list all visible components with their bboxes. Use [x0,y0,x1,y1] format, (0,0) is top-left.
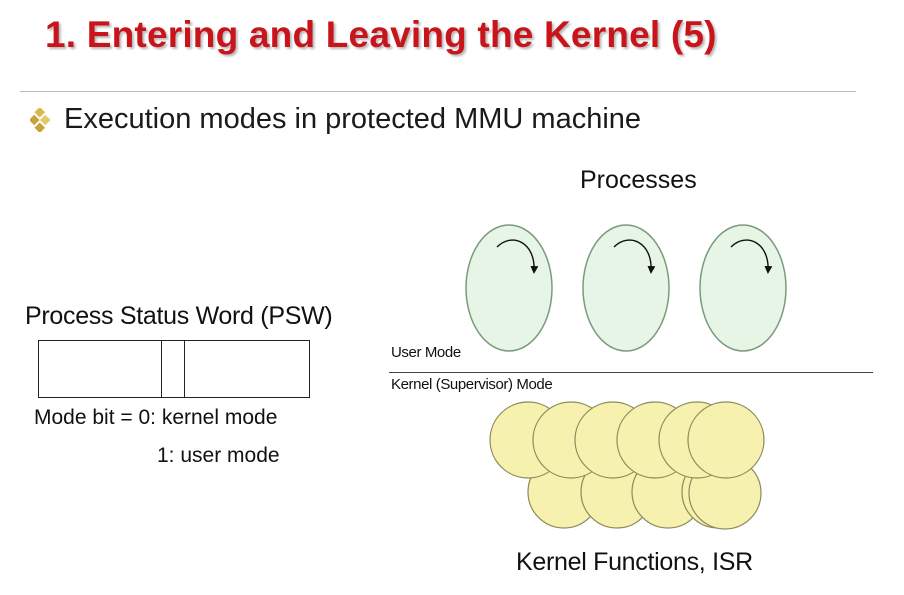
mode-bit-kernel-text: Mode bit = 0: kernel mode [34,406,278,429]
title-divider [20,91,856,92]
diamond-bullet-icon [30,107,51,132]
kernel-functions-label: Kernel Functions, ISR [516,548,753,576]
process-oval [465,224,553,352]
psw-mode-bit [161,340,185,398]
process-group [465,224,787,352]
user-mode-label: User Mode [391,344,461,361]
kernel-mode-label: Kernel (Supervisor) Mode [391,376,553,393]
bullet-text: Execution modes in protected MMU machine [64,103,642,135]
bullet-item: Execution modes in protected MMU machine [30,103,641,136]
kernel-circle [687,401,765,479]
psw-title: Process Status Word (PSW) [25,302,333,330]
slide-title: 1. Entering and Leaving the Kernel (5) [45,14,717,55]
mode-divider-line [389,372,873,373]
process-oval [699,224,787,352]
process-oval [582,224,670,352]
processes-label: Processes [580,166,697,194]
mode-bit-user-text: 1: user mode [157,444,280,467]
psw-register-box [38,340,310,398]
kernel-function-circles [489,401,765,530]
